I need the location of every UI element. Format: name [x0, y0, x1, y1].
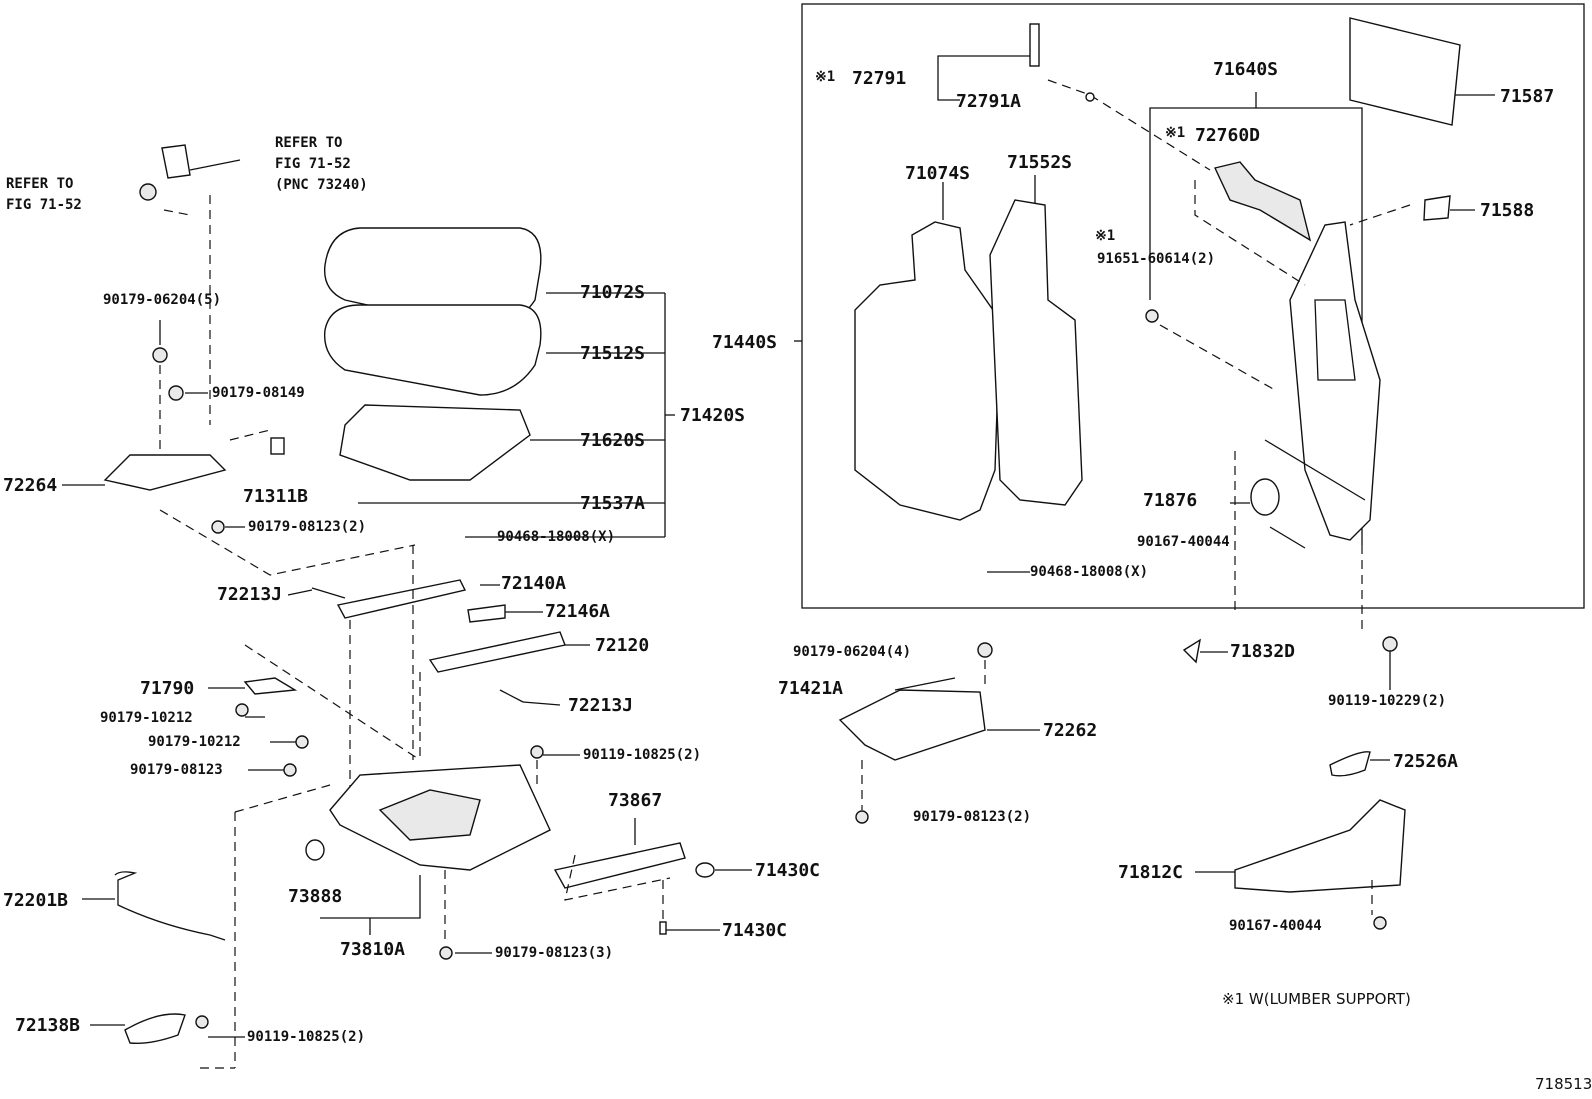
label-90179-08123-2b: 90179-08123(2)	[913, 809, 1031, 825]
label-71587: 71587	[1500, 86, 1554, 107]
label-71072S: 71072S	[580, 282, 645, 303]
part-72264-shape	[103, 454, 227, 491]
part-72262-shape	[838, 689, 986, 761]
label-71440S: 71440S	[712, 332, 777, 353]
label-71430C-a: 71430C	[755, 860, 820, 881]
label-71512S: 71512S	[580, 343, 645, 364]
label-72201B: 72201B	[3, 890, 68, 911]
figure-number: 718513	[1535, 1075, 1592, 1093]
ref-left-line2: FIG 71-52	[6, 197, 82, 213]
label-72213J-b: 72213J	[568, 695, 633, 716]
label-90179-06204-4: 90179-06204(4)	[793, 644, 911, 660]
label-90468-18008-a: 90468-18008(X)	[497, 529, 615, 545]
label-90179-10212-b: 90179-10212	[148, 734, 241, 750]
label-72791A: 72791A	[956, 91, 1021, 112]
label-90179-10212-a: 90179-10212	[100, 710, 193, 726]
label-71588: 71588	[1480, 200, 1534, 221]
lumbar-support-note: ※1 W(LUMBER SUPPORT)	[1222, 990, 1411, 1008]
label-90179-08123-2a: 90179-08123(2)	[248, 519, 366, 535]
ref-left-line1: REFER TO	[6, 176, 73, 192]
label-90179-08123-3: 90179-08123(3)	[495, 945, 613, 961]
mark-72791: ※1	[815, 69, 835, 85]
label-71812C: 71812C	[1118, 862, 1183, 883]
label-91651-60614: 91651-60614(2)	[1097, 251, 1215, 267]
label-72262: 72262	[1043, 720, 1097, 741]
label-71420S: 71420S	[680, 405, 745, 426]
part-71587-shape	[1349, 17, 1461, 126]
seatback-inset-frame	[801, 3, 1585, 609]
label-71552S: 71552S	[1007, 152, 1072, 173]
part-labels: 71640S 71587 ※1 72791 72791A ※1 72760D 7…	[3, 59, 1554, 1045]
reference-notes: REFER TO FIG 71-52 REFER TO FIG 71-52 (P…	[6, 135, 368, 213]
mark-72760D: ※1	[1165, 125, 1185, 141]
label-72146A: 72146A	[545, 601, 610, 622]
label-71537A: 71537A	[580, 493, 645, 514]
label-72140A: 72140A	[501, 573, 566, 594]
label-71311B: 71311B	[243, 486, 308, 507]
seatback-frame-shape	[1289, 221, 1381, 541]
label-73810A: 73810A	[340, 939, 405, 960]
label-71832D: 71832D	[1230, 641, 1295, 662]
label-90468-18008-b: 90468-18008(X)	[1030, 564, 1148, 580]
label-71074S: 71074S	[905, 163, 970, 184]
cushion-frame-71620S	[339, 404, 531, 481]
part-73867-shape	[553, 842, 686, 889]
label-71620S: 71620S	[580, 430, 645, 451]
label-72120: 72120	[595, 635, 649, 656]
label-71876: 71876	[1143, 490, 1197, 511]
label-90179-08123: 90179-08123	[130, 762, 223, 778]
rail-72120	[428, 631, 566, 673]
ref-right-line1: REFER TO	[275, 135, 342, 151]
cushion-pad-71512S	[323, 304, 542, 396]
label-72791: 72791	[852, 68, 906, 89]
label-90119-10825-2a: 90119-10825(2)	[583, 747, 701, 763]
label-90167-40044-a: 90167-40044	[1137, 534, 1230, 550]
label-73867: 73867	[608, 790, 662, 811]
label-71640S: 71640S	[1213, 59, 1278, 80]
seatback-cover-71074S	[854, 221, 1001, 521]
label-90119-10825-2b: 90119-10825(2)	[247, 1029, 365, 1045]
label-71430C-b: 71430C	[722, 920, 787, 941]
label-72213J-a: 72213J	[217, 584, 282, 605]
label-90179-06204-5: 90179-06204(5)	[103, 292, 221, 308]
lumbar-unit-shape	[1214, 161, 1312, 242]
ref-right-line2: FIG 71-52	[275, 156, 351, 172]
label-90167-40044-b: 90167-40044	[1229, 918, 1322, 934]
ref-right-line3: (PNC 73240)	[275, 177, 368, 193]
label-90119-10229: 90119-10229(2)	[1328, 693, 1446, 709]
part-71812C-shape	[1234, 799, 1406, 893]
label-73888: 73888	[288, 886, 342, 907]
label-72760D: 72760D	[1195, 125, 1260, 146]
seatback-pad-71552S	[989, 199, 1083, 506]
rail-72140A	[336, 579, 467, 619]
label-72138B: 72138B	[15, 1015, 80, 1036]
label-90179-08149: 90179-08149	[212, 385, 305, 401]
label-71790: 71790	[140, 678, 194, 699]
label-71421A: 71421A	[778, 678, 843, 699]
mark-91651: ※1	[1095, 228, 1115, 244]
label-72264: 72264	[3, 475, 57, 496]
label-72526A: 72526A	[1393, 751, 1458, 772]
